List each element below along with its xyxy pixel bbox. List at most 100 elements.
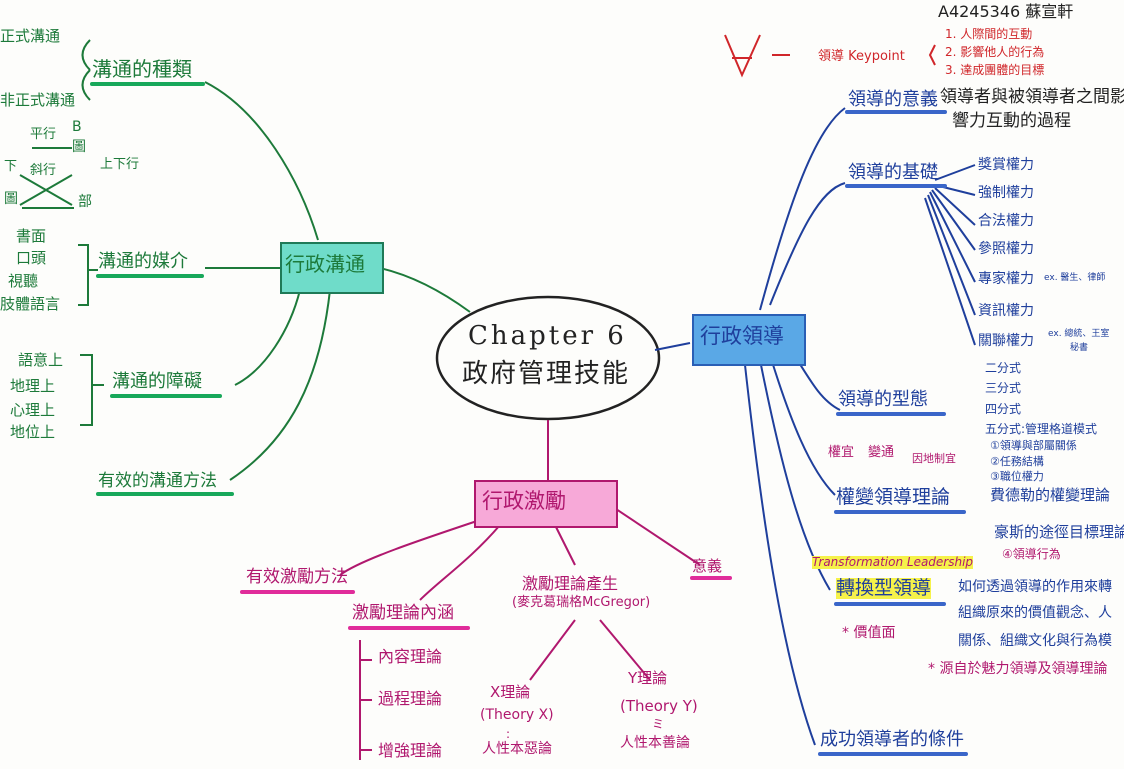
types-item-2: 三分式 xyxy=(985,381,1022,395)
lead-meaning-desc-1: 領導者與被領導者之間影 xyxy=(940,87,1124,107)
comm-effective-label: 有效的溝通方法 xyxy=(98,471,217,491)
contingency-item-1: ①領導與部屬關係 xyxy=(990,439,1077,452)
comm-media-label: 溝通的媒介 xyxy=(98,251,188,272)
basis-item-4: 參照權力 xyxy=(978,241,1034,257)
barrier-item-2: 地理上 xyxy=(10,377,56,395)
links-basis-items xyxy=(924,164,976,346)
theory-x-colon: : xyxy=(506,727,511,741)
basis-item-1: 獎賞權力 xyxy=(978,157,1034,173)
lead-types-underline xyxy=(836,412,946,416)
keypoint-item-3: 3. 達成團體的目標 xyxy=(945,63,1045,77)
theory-y-colon: ミ xyxy=(652,717,665,731)
chapter-subtitle: 政府管理技能 xyxy=(462,359,631,389)
types-item-3: 四分式 xyxy=(985,402,1022,416)
link-comm-barriers xyxy=(234,289,301,386)
direction-parallel: 平行 xyxy=(30,127,57,142)
link-lead-contingency xyxy=(769,354,836,496)
comm-type-formal: 正式溝通 xyxy=(0,27,61,45)
lead-basis-underline xyxy=(845,184,947,188)
lead-contingency-label: 權變領導理論 xyxy=(836,486,951,508)
bracket-types xyxy=(81,39,91,101)
theory-item-2: 過程理論 xyxy=(378,689,443,708)
contingency-top-2: 變通 xyxy=(868,445,895,460)
direction-arrows xyxy=(19,147,74,209)
motiv-title: 行政激勵 xyxy=(482,489,566,513)
contingency-item-2: ②任務結構 xyxy=(990,455,1044,468)
bracket-barriers xyxy=(80,354,104,426)
link-motiv-origin xyxy=(554,524,576,566)
motiv-origin-label-1: 激勵理論產生 xyxy=(522,574,619,593)
link-comm-effective xyxy=(229,289,331,481)
direction-updown: 上下行 xyxy=(100,157,140,172)
contingency-top-3: 因地制宜 xyxy=(912,452,956,465)
direction-lower: 下 xyxy=(4,159,18,174)
lead-basis-label: 領導的基礎 xyxy=(848,162,938,183)
lead-meaning-label: 領導的意義 xyxy=(848,89,938,110)
transform-desc-2: 組織原來的價值觀念、人 xyxy=(958,605,1112,621)
theory-y-title: Y理論 xyxy=(628,669,668,687)
link-motiv-theory xyxy=(419,524,501,601)
motiv-node xyxy=(474,480,618,528)
motiv-meaning-underline xyxy=(690,576,732,580)
link-center-comm xyxy=(379,267,471,313)
types-item-1: 二分式 xyxy=(985,361,1022,375)
basis-item-7: 關聯權力 xyxy=(978,333,1034,349)
contingency-item-3: ③職位權力 xyxy=(990,470,1044,483)
lead-success-underline xyxy=(818,752,968,756)
link-origin-xy xyxy=(529,619,651,681)
lead-success-label: 成功領導者的條件 xyxy=(820,729,964,750)
contingency-item-5: 豪斯的途徑目標理論 xyxy=(994,523,1124,541)
lead-meaning-desc-2: 響力互動的過程 xyxy=(952,111,1071,131)
motiv-methods-label: 有效激勵方法 xyxy=(246,567,348,587)
direction-d-char: 部 xyxy=(78,194,92,210)
direction-a-char: 圖 xyxy=(4,191,18,207)
lead-contingency-underline xyxy=(834,510,966,514)
comm-title: 行政溝通 xyxy=(285,252,365,276)
direction-b-char: 圖 xyxy=(72,139,86,155)
grade-strokes xyxy=(724,34,790,78)
comm-types-underline xyxy=(90,82,205,86)
comm-barriers-underline xyxy=(110,394,222,398)
direction-b: B xyxy=(72,119,82,135)
lead-meaning-underline xyxy=(845,110,947,114)
comm-type-informal: 非正式溝通 xyxy=(0,91,76,109)
lead-transform-underline xyxy=(834,602,946,606)
student-id: A4245346 蘇宣軒 xyxy=(938,2,1074,21)
comm-effective-underline xyxy=(96,492,234,496)
lead-node xyxy=(692,314,806,366)
link-lead-transform xyxy=(759,359,831,591)
motiv-theory-underline xyxy=(348,626,470,630)
center-ellipse xyxy=(435,295,661,421)
comm-barriers-label: 溝通的障礙 xyxy=(112,371,202,392)
basis-item-5: 專家權力 xyxy=(978,271,1034,287)
basis-note-2: ex. 總統、王室 xyxy=(1048,329,1110,339)
motiv-origin-label-2: (麥克葛瑞格McGregor) xyxy=(512,595,651,610)
transform-desc-3: 關係、組織文化與行為模 xyxy=(958,633,1112,649)
barrier-item-4: 地位上 xyxy=(10,423,56,441)
basis-note-1: ex. 醫生、律師 xyxy=(1044,273,1106,283)
barrier-item-3: 心理上 xyxy=(10,401,56,419)
grade-mark: A- xyxy=(722,30,767,76)
link-lead-success xyxy=(744,364,816,746)
theory-item-1: 內容理論 xyxy=(378,647,443,666)
motiv-meaning-label: 意義 xyxy=(692,557,723,575)
direction-cross: 斜行 xyxy=(30,163,57,178)
keypoint-item-1: 1. 人際間的互動 xyxy=(945,27,1033,41)
link-lead-basis xyxy=(769,182,846,306)
link-lead-meaning xyxy=(759,107,846,311)
theory-item-3: 增強理論 xyxy=(378,741,443,760)
transform-en: Transformation Leadership xyxy=(812,555,974,570)
chapter-title: Chapter 6 xyxy=(468,321,627,351)
motiv-methods-underline xyxy=(240,590,355,594)
keypoint-label: 領導 Keypoint xyxy=(818,49,905,64)
lead-title: 行政領導 xyxy=(700,324,784,348)
link-motiv-methods xyxy=(339,519,481,576)
theory-x-desc: 人性本惡論 xyxy=(482,741,552,757)
lead-transform-label: 轉換型領導 xyxy=(836,577,932,599)
link-center-lead xyxy=(654,342,691,351)
basis-item-2: 強制權力 xyxy=(978,185,1034,201)
bracket-media xyxy=(78,244,98,306)
comm-types-label: 溝通的種類 xyxy=(92,57,192,81)
transform-value: * 價值面 xyxy=(842,625,896,641)
motiv-theory-label: 激勵理論內涵 xyxy=(352,603,454,623)
